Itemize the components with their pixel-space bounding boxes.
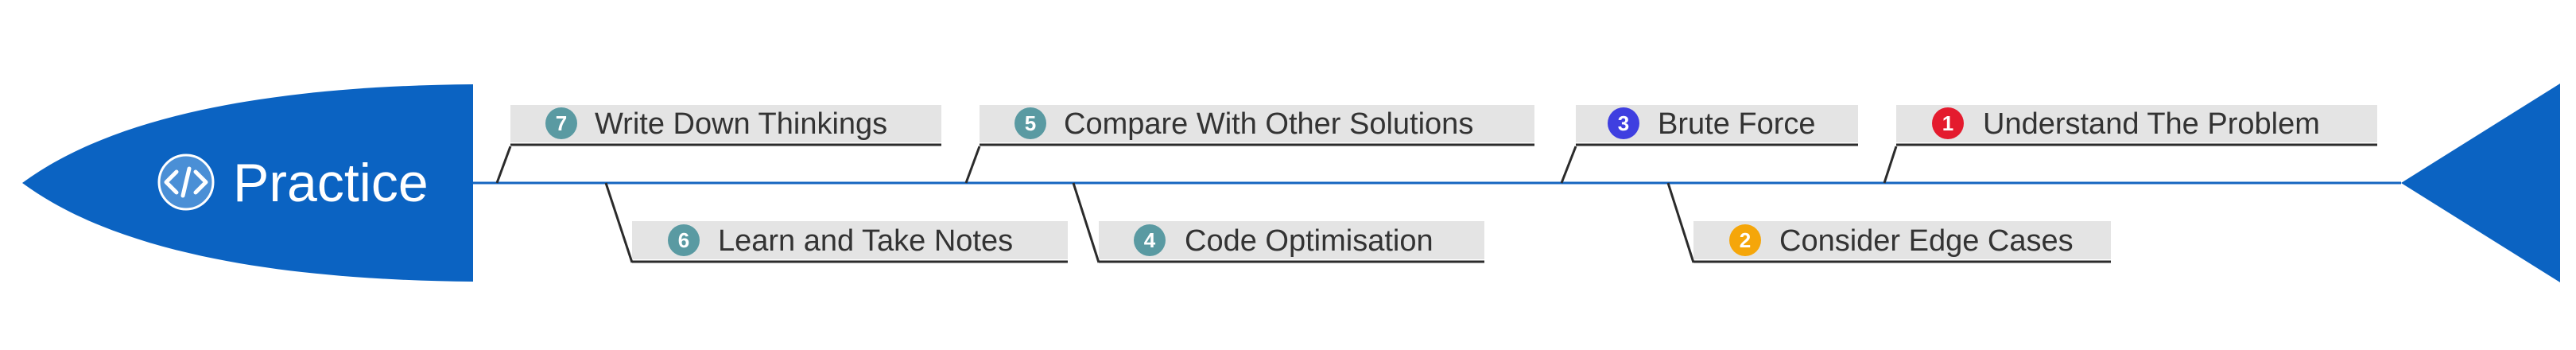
code-icon xyxy=(157,154,215,211)
item-2-label-box xyxy=(1693,221,2111,259)
item-5: 5 Compare With Other Solutions xyxy=(980,105,1534,146)
bone-3 xyxy=(1560,146,1577,184)
item-7: 7 Write Down Thinkings xyxy=(510,105,941,146)
item-5-number-badge xyxy=(1014,107,1046,139)
item-3-number-badge xyxy=(1608,107,1639,139)
item-6-number-badge xyxy=(668,224,700,256)
item-1-label-box xyxy=(1896,105,2377,142)
item-7-label-box xyxy=(510,105,941,142)
bone-5 xyxy=(964,146,981,184)
bone-2 xyxy=(1666,182,1695,263)
bone-7 xyxy=(495,146,512,184)
bone-4 xyxy=(1072,182,1100,263)
item-1-label: Understand The Problem xyxy=(1983,107,2320,141)
item-3-label: Brute Force xyxy=(1658,107,1816,141)
item-5-number: 5 xyxy=(1025,111,1036,135)
item-6: 6 Learn and Take Notes xyxy=(632,221,1068,263)
item-2-number: 2 xyxy=(1740,228,1751,252)
item-6-label-box xyxy=(632,221,1068,259)
item-7-label: Write Down Thinkings xyxy=(595,107,887,141)
fishbone-tail xyxy=(2401,84,2560,282)
item-4: 4 Code Optimisation xyxy=(1099,221,1484,263)
item-1: 1 Understand The Problem xyxy=(1896,105,2377,146)
item-6-label: Learn and Take Notes xyxy=(718,224,1013,258)
item-6-number: 6 xyxy=(678,228,689,252)
item-7-number: 7 xyxy=(556,111,567,135)
bone-6 xyxy=(604,182,634,263)
fishbone-bones xyxy=(495,146,1898,263)
item-3: 3 Brute Force xyxy=(1576,105,1858,146)
bone-1 xyxy=(1883,146,1898,184)
item-4-number: 4 xyxy=(1144,228,1156,252)
item-2: 2 Consider Edge Cases xyxy=(1693,221,2111,263)
item-1-number: 1 xyxy=(1942,111,1953,135)
item-5-label: Compare With Other Solutions xyxy=(1064,107,1473,141)
item-7-number-badge xyxy=(545,107,577,139)
item-1-number-badge xyxy=(1932,107,1964,139)
item-2-label: Consider Edge Cases xyxy=(1779,224,2074,258)
page-title: Practice xyxy=(233,153,429,213)
item-3-number: 3 xyxy=(1618,111,1629,135)
item-5-label-box xyxy=(980,105,1534,142)
item-4-label: Code Optimisation xyxy=(1185,224,1433,258)
item-4-number-badge xyxy=(1134,224,1166,256)
item-2-number-badge xyxy=(1729,224,1761,256)
fishbone-head xyxy=(22,84,473,282)
